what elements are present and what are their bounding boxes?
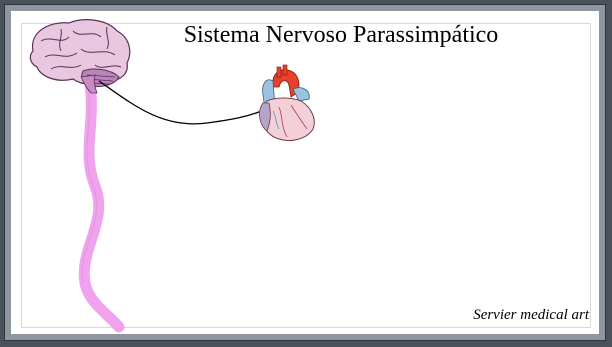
credit-text: Servier medical art [473, 307, 589, 324]
brain-icon [30, 20, 129, 93]
spinal-cord-icon [82, 79, 119, 327]
slide-canvas: Sistema Nervoso Parassimpático [11, 11, 599, 334]
diagram-art [11, 11, 599, 334]
window-frame: Sistema Nervoso Parassimpático [4, 4, 606, 341]
vagus-nerve-line [99, 81, 279, 124]
heart-icon [260, 65, 315, 141]
